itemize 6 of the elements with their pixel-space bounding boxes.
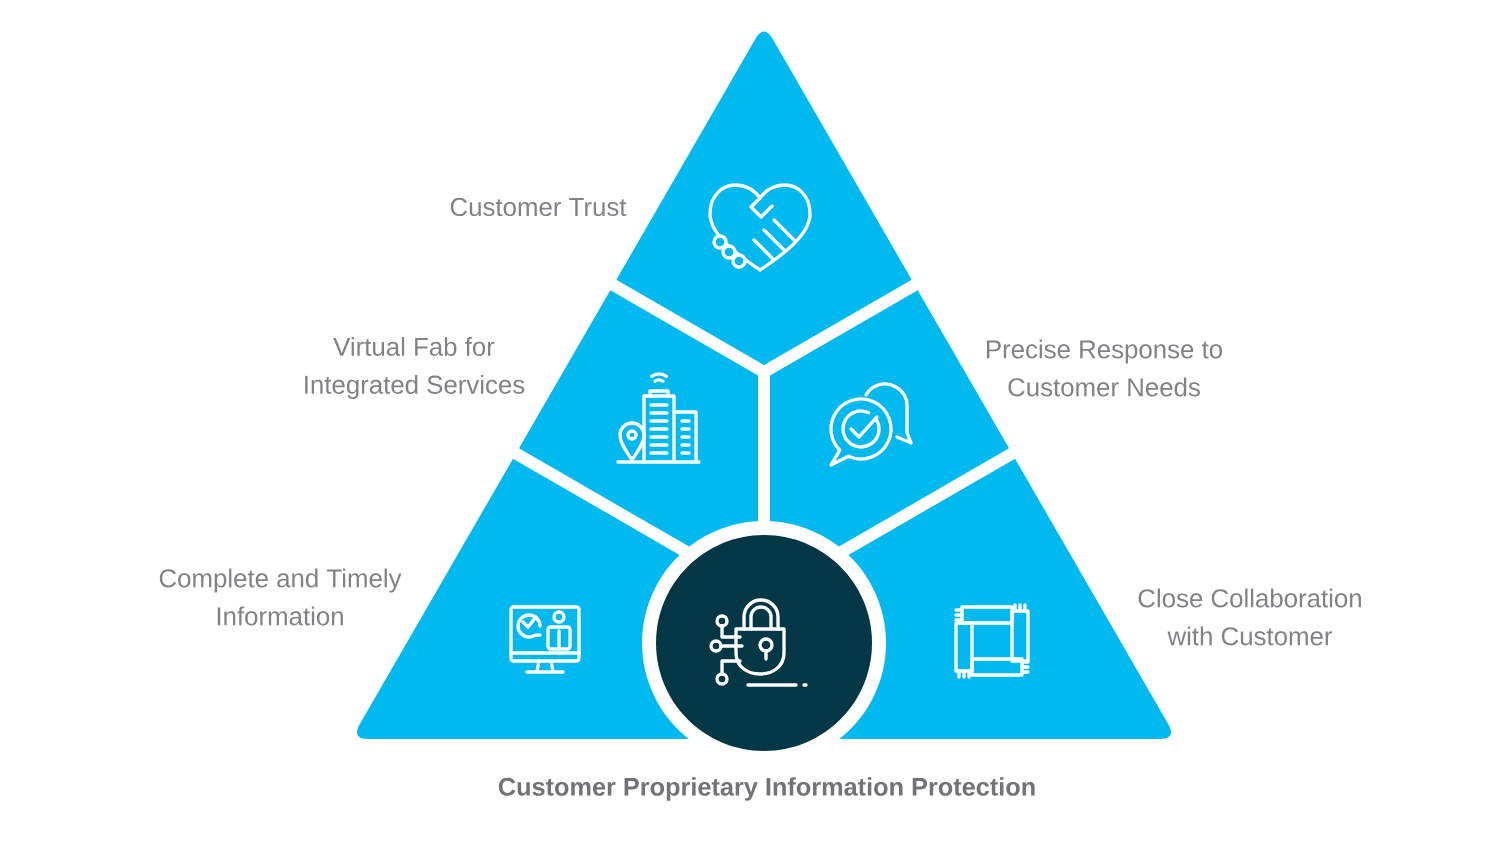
segment-label: Customer Trust [450,197,627,217]
circle-label: Customer Proprietary Information Protection [498,777,1035,801]
segment-label: Virtual Fab for Integrated Services [305,337,525,399]
segment-label: Close Collaboration with Customer [1138,588,1361,646]
segment-label: Complete and Timely Information [159,568,402,626]
segment-label: Precise Response to Customer Needs [987,339,1223,397]
